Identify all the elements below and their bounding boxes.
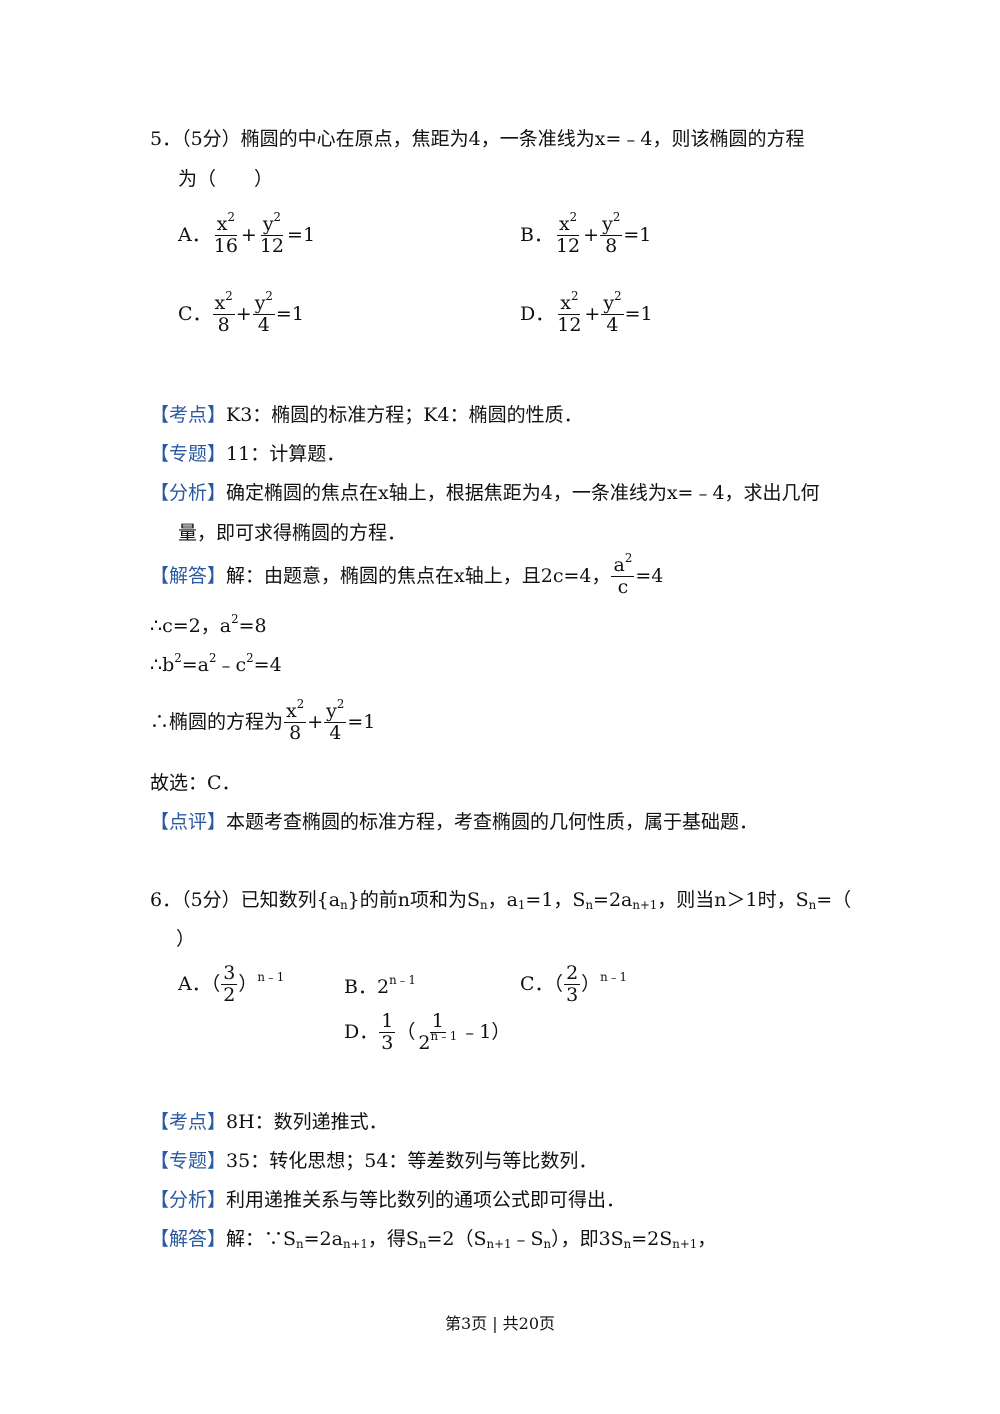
q5-step-c: ∴c=2，a2=8: [150, 612, 267, 637]
q6-stem-line1: 6．（5分）已知数列{an}的前n项和为Sn，a1=1，Sn=2an+1，则当n…: [150, 889, 852, 912]
q5-stem-line1: 5．（5分）椭圆的中心在原点，焦距为4，一条准线为x=﹣4，则该椭圆的方程: [150, 128, 805, 150]
q6-option-b[interactable]: B．2n﹣1: [344, 973, 416, 998]
kaodian-tag: 【考点】: [150, 404, 227, 426]
zhuanti-tag: 【专题】: [150, 443, 227, 465]
jieda-tag: 【解答】: [150, 564, 227, 587]
q5-fenxi-line2: 量，即可求得椭圆的方程．: [178, 522, 407, 544]
q5-step-b: ∴b2=a2﹣c2=4: [150, 651, 282, 676]
q5-zhuanti: 【专题】11：计算题．: [150, 443, 346, 465]
q5-kaodian: 【考点】K3：椭圆的标准方程；K4：椭圆的性质．: [150, 404, 583, 426]
q5-stem-line2: 为（ ）: [178, 168, 274, 190]
q6-zhuanti: 【专题】35：转化思想；54：等差数列与等比数列．: [150, 1150, 598, 1172]
q5-dianping: 【点评】本题考查椭圆的标准方程，考查椭圆的几何性质，属于基础题．: [150, 811, 759, 833]
q6-stem-line2: ）: [176, 928, 196, 950]
dianping-tag: 【点评】: [150, 811, 227, 833]
q5-fenxi-line1: 【分析】确定椭圆的焦点在x轴上，根据焦距为4，一条准线为x=﹣4，求出几何: [150, 482, 820, 504]
q6-fenxi: 【分析】利用递推关系与等比数列的通项公式即可得出．: [150, 1189, 626, 1211]
q6-kaodian: 【考点】8H：数列递推式．: [150, 1111, 388, 1133]
q6-jieda: 【解答】解：∵Sn=2an+1，得Sn=2（Sn+1﹣Sn），即3Sn=2Sn+…: [150, 1228, 717, 1251]
page-footer: 第3页 | 共20页: [444, 1314, 556, 1333]
q5-choose: 故选：C．: [150, 772, 241, 794]
fenxi-tag: 【分析】: [150, 482, 227, 504]
